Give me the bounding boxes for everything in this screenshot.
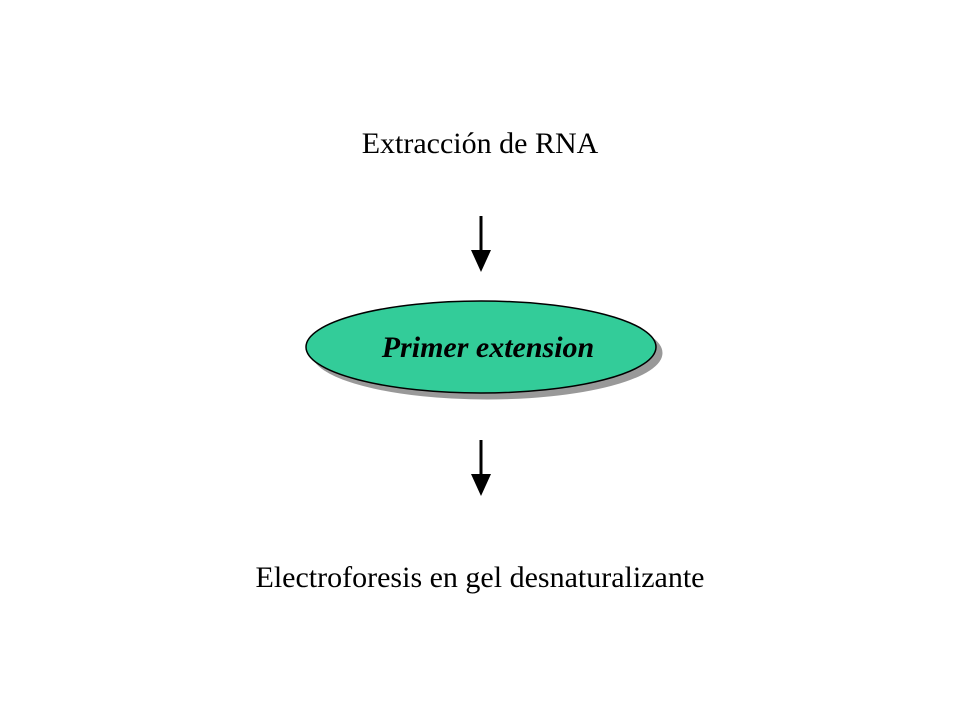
arrow-down-icon	[471, 440, 491, 496]
arrow-down-icon	[471, 216, 491, 272]
step-rna-extraction: Extracción de RNA	[361, 127, 599, 160]
step-denaturing-gel-electrophoresis: Electroforesis en gel desnaturalizante	[255, 561, 705, 594]
primer-extension-ellipse	[305, 300, 657, 394]
primer-extension-label: Primer extension	[381, 331, 595, 364]
